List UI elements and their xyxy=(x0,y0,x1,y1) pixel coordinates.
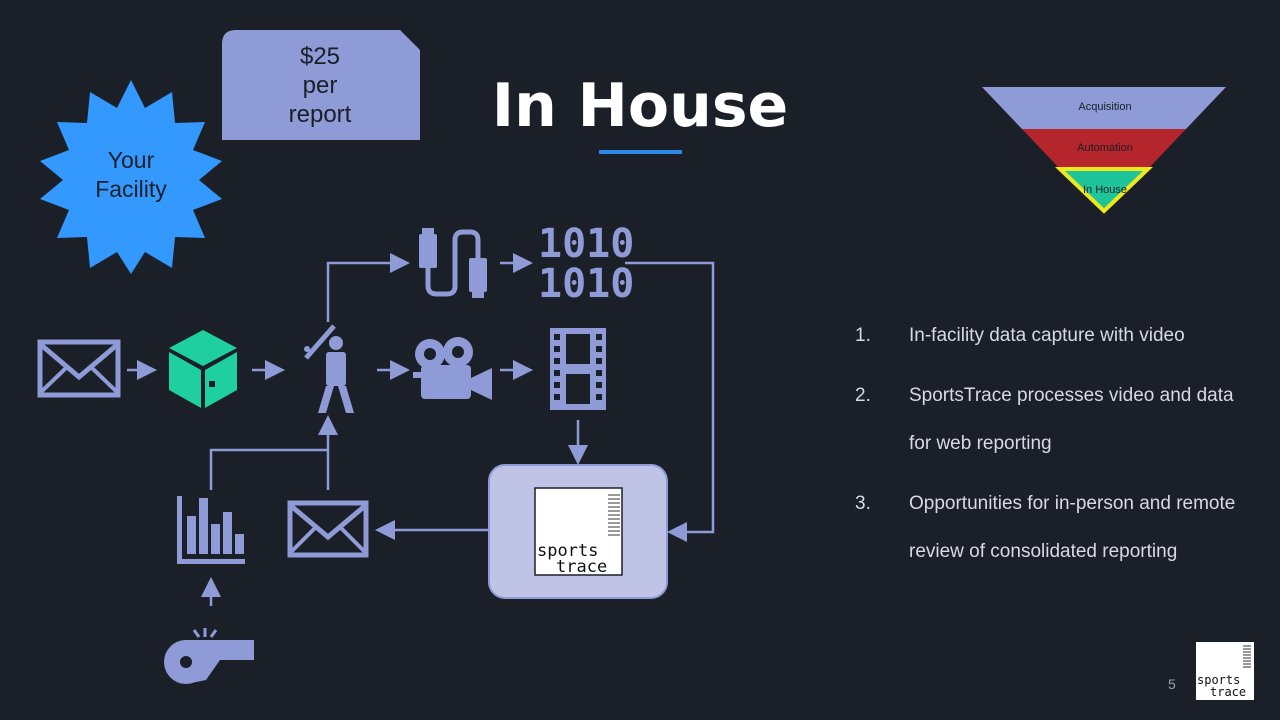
step-text: Opportunities for in-person and remote xyxy=(909,493,1236,514)
whistle-icon xyxy=(164,628,254,684)
step-text-continued: review of consolidated reporting xyxy=(909,541,1178,562)
maturity-funnel: Acquisition Automation In House xyxy=(980,85,1230,215)
logo-word-sports: sports xyxy=(1197,673,1240,687)
sportstrace-logo: sports trace xyxy=(1196,642,1254,700)
funnel-level-in-house: In House xyxy=(1082,184,1128,196)
price-per: per xyxy=(302,72,338,99)
film-strip-icon xyxy=(550,328,606,410)
facility-line-2: Facility xyxy=(95,176,167,202)
funnel-level-acquisition: Acquisition xyxy=(1078,101,1132,113)
package-icon xyxy=(169,330,237,408)
list-item: 1. In-facility data capture with video xyxy=(855,312,1275,360)
list-item: 3. Opportunities for in-person and remot… xyxy=(855,480,1275,576)
price-unit: report xyxy=(288,101,352,128)
binary-bottom-text: 1010 xyxy=(538,261,634,307)
slide-title: In House xyxy=(491,71,789,141)
logo-word-trace: trace xyxy=(556,557,607,577)
starburst-shape xyxy=(40,80,222,274)
mail-icon xyxy=(287,500,369,558)
video-camera-icon xyxy=(413,337,492,400)
logo-word-sports: sports xyxy=(537,541,598,561)
step-text: SportsTrace processes video and data xyxy=(909,385,1234,406)
step-number: 1. xyxy=(855,325,871,346)
logo-word-trace: trace xyxy=(1210,685,1246,699)
cable-icon xyxy=(419,228,487,298)
title-underline xyxy=(599,150,682,154)
steps-list: 1. In-facility data capture with video 2… xyxy=(855,312,1275,576)
binary-icon: 1010 1010 xyxy=(538,221,634,307)
funnel-level-automation: Automation xyxy=(1077,142,1133,154)
price-callout: $25 per report xyxy=(222,30,422,140)
bar-chart-icon xyxy=(177,496,245,564)
step-number: 3. xyxy=(855,493,871,514)
your-facility-badge: Your Facility xyxy=(34,80,228,274)
mail-icon xyxy=(37,339,121,398)
step-text-continued: for web reporting xyxy=(909,433,1052,454)
list-item: 2. SportsTrace processes video and data … xyxy=(855,372,1275,468)
facility-line-1: Your xyxy=(107,147,155,173)
batter-icon xyxy=(304,324,354,413)
page-number: 5 xyxy=(1168,676,1176,692)
step-number: 2. xyxy=(855,385,871,406)
binary-top-text: 1010 xyxy=(538,221,634,267)
step-text: In-facility data capture with video xyxy=(909,325,1185,346)
price-amount: $25 xyxy=(299,43,341,70)
sportstrace-processing-box: sports trace xyxy=(488,464,668,599)
